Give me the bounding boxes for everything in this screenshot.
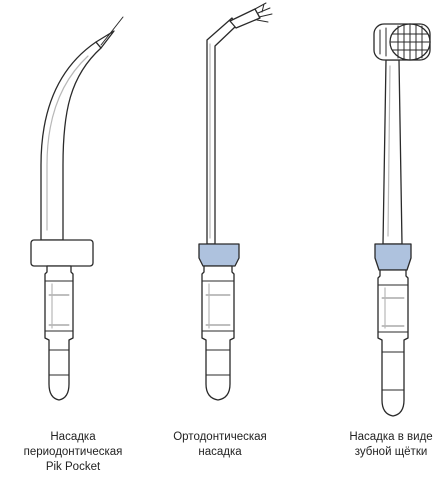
toothbrush-nozzle bbox=[373, 23, 431, 417]
orthodontic-brush-tip bbox=[229, 8, 261, 29]
orthodontic-label: Ортодонтическая насадка bbox=[150, 430, 290, 460]
toothbrush-label-line-1: Насадка в виде bbox=[349, 431, 433, 443]
pik-pocket-label-line-1: Насадка bbox=[50, 431, 96, 443]
orthodontic-tube bbox=[206, 17, 237, 245]
orthodontic-nozzle bbox=[198, 2, 273, 401]
orthodontic-label-line-1: Ортодонтическая bbox=[173, 431, 267, 443]
pik-pocket-base bbox=[44, 265, 74, 401]
pik-pocket-tube bbox=[40, 41, 102, 241]
toothbrush-collar bbox=[374, 243, 412, 271]
pik-pocket-label: Насадка периодонтическая Pik Pocket bbox=[3, 430, 143, 475]
pik-pocket-label-line-3: Pik Pocket bbox=[45, 461, 101, 473]
toothbrush-base bbox=[377, 269, 409, 417]
toothbrush-label: Насадка в виде зубной щётки bbox=[321, 430, 444, 460]
orthodontic-collar bbox=[198, 243, 240, 267]
toothbrush-label-line-2: зубной щётки bbox=[354, 446, 428, 458]
orthodontic-label-line-2: насадка bbox=[198, 446, 242, 458]
toothbrush-tube bbox=[382, 59, 403, 245]
pik-pocket-label-line-2: периодонтическая bbox=[23, 446, 123, 458]
orthodontic-base bbox=[201, 265, 235, 401]
pik-pocket-nozzle bbox=[30, 16, 124, 401]
pik-pocket-collar bbox=[30, 239, 94, 267]
